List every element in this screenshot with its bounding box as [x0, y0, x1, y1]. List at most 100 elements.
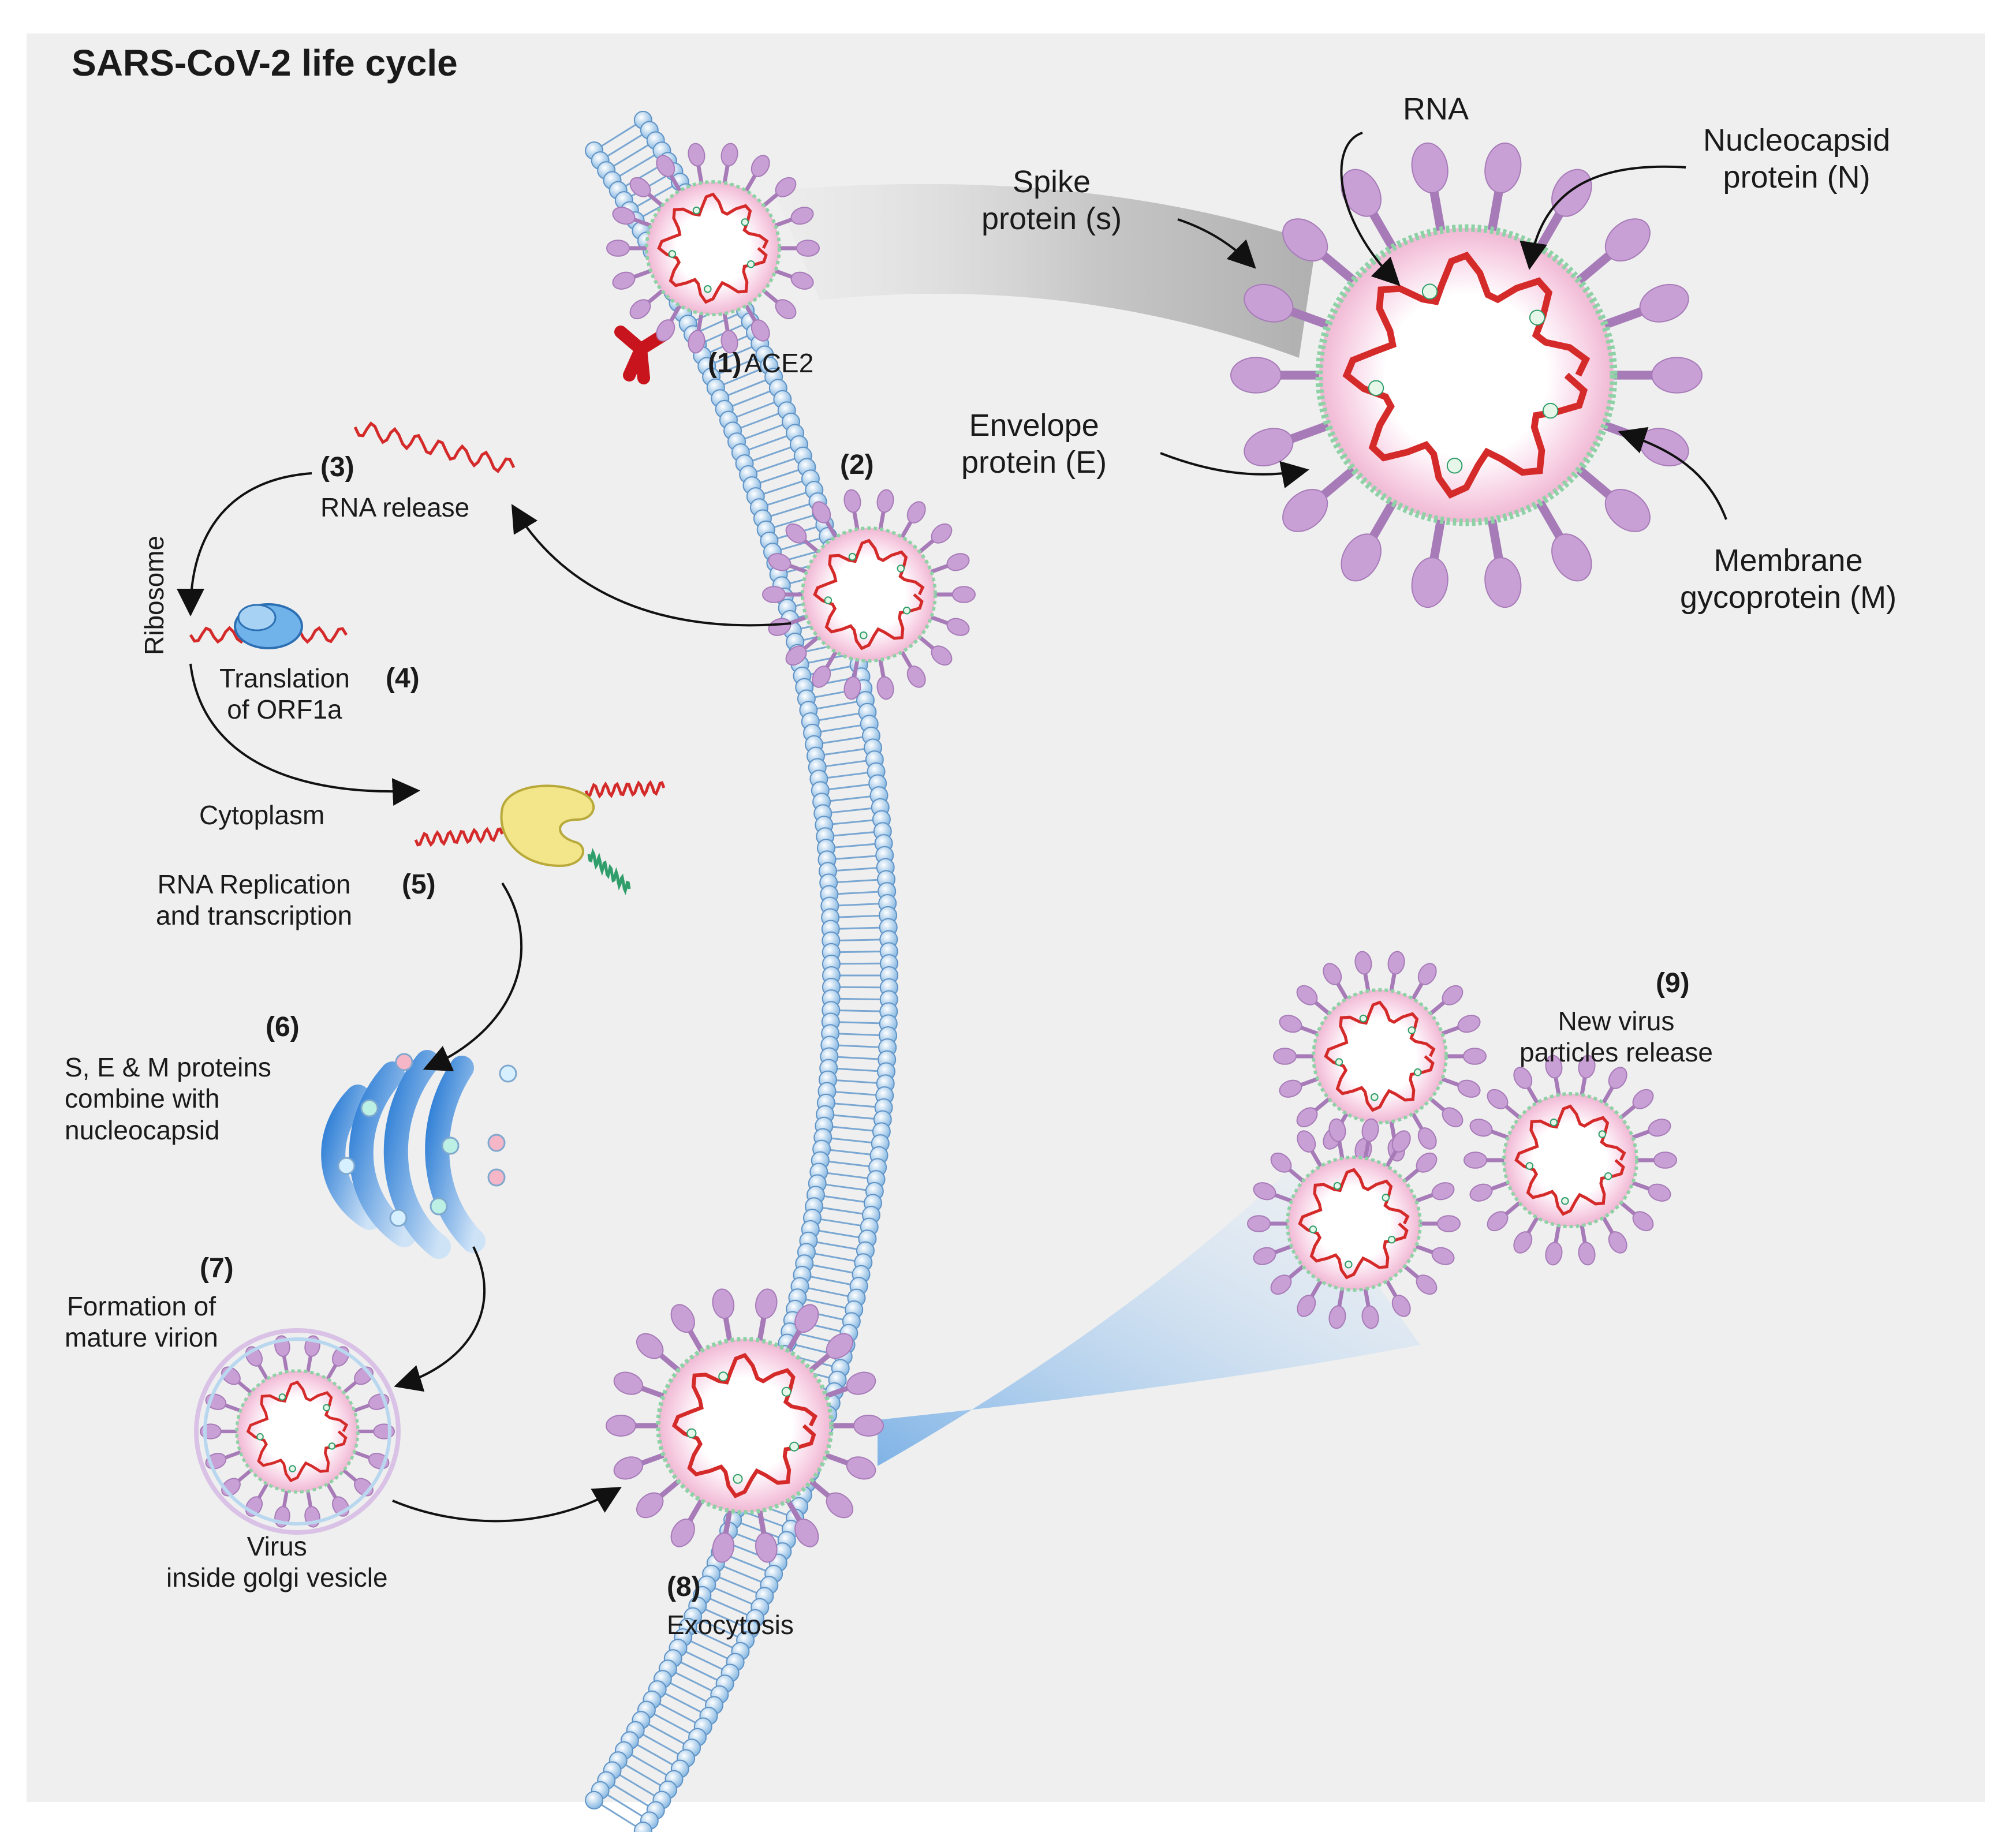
spike-head: [1323, 963, 1342, 985]
viral-rna: [1324, 1000, 1436, 1112]
arrow-2-to-3: [511, 504, 792, 627]
spike-head: [931, 523, 953, 544]
lipid-tail: [806, 1251, 864, 1263]
rna-new-strand: [584, 780, 666, 799]
arrow-3-to-4: [177, 472, 312, 616]
lipid-tail: [800, 1285, 857, 1299]
spike-head: [1391, 1295, 1411, 1317]
lipid-tail: [831, 1009, 889, 1012]
lipid-tail: [831, 939, 889, 942]
lipid-tail: [826, 1102, 884, 1109]
lipid-tail: [667, 1668, 720, 1696]
spike-head: [1431, 1247, 1455, 1265]
golgi-vesicle-ring: [194, 1328, 401, 1535]
spike-head: [906, 501, 926, 524]
viral-rna: [1298, 1168, 1410, 1280]
spike-head: [796, 240, 820, 257]
label-rna: RNA: [1403, 92, 1469, 126]
diagram-title: SARS-CoV-2 life cycle: [72, 42, 458, 84]
spike-head: [1442, 985, 1464, 1005]
lipid-head: [633, 1822, 652, 1832]
spike-head: [1464, 1151, 1488, 1169]
lipid-tail: [759, 489, 815, 509]
spike-head: [1436, 1215, 1461, 1232]
step-2-number: (2): [840, 450, 874, 480]
lipid-tail: [831, 950, 889, 954]
step-3-text: RNA release: [320, 492, 470, 522]
lipid-tail: [593, 1799, 644, 1832]
nucleocapsid-protein: [278, 1393, 286, 1401]
spike-head: [712, 1532, 735, 1563]
lipid-tail: [624, 1749, 675, 1781]
spike-head: [1417, 1127, 1437, 1150]
lipid-tail: [827, 1079, 886, 1085]
spike-head: [1296, 985, 1318, 1005]
lipid-tail: [688, 1626, 741, 1652]
lipid-tail: [673, 1657, 726, 1685]
lipid-tail: [762, 500, 818, 519]
spike-head: [768, 553, 792, 571]
nucleocapsid-protein: [1598, 1130, 1607, 1138]
lipid-tail: [606, 140, 656, 171]
lipid-tail: [819, 771, 876, 780]
step-1-label: (1) ACE2: [708, 347, 813, 380]
nucleocapsid-protein: [256, 1433, 264, 1441]
spike-head: [775, 177, 797, 197]
lipid-tail: [711, 354, 765, 378]
lipid-tail: [819, 1171, 876, 1180]
label-nucleocapsid-protein: Nucleocapsid protein (N): [1703, 123, 1891, 195]
nucleocapsid-protein: [1421, 283, 1438, 300]
spike-head: [812, 665, 831, 688]
lipid-tail: [821, 794, 879, 803]
lipid-tail: [826, 842, 884, 849]
golgi-apparatus-icon: [321, 1050, 517, 1259]
spike-head: [1513, 1067, 1533, 1089]
spike-head: [1653, 1151, 1677, 1169]
nucleocapsid-protein: [686, 1428, 697, 1438]
arrow-envelope: [1160, 452, 1309, 488]
spike-head: [843, 489, 861, 513]
spike-head: [1442, 1107, 1464, 1128]
spike-head: [951, 586, 976, 603]
spike-head: [1457, 1079, 1481, 1098]
spike-head: [636, 1492, 664, 1519]
spike-head: [1648, 1119, 1671, 1137]
new-virus-1: [1273, 951, 1487, 1162]
lipid-tail: [629, 181, 681, 211]
lipid-tail: [828, 878, 887, 884]
lipid-tail: [815, 1194, 873, 1204]
spike-head: [876, 676, 894, 700]
lipid-tail: [812, 723, 870, 734]
golgi-vesicle: [487, 1134, 506, 1152]
golgi-vesicle: [337, 1157, 356, 1175]
lipid-tail: [797, 1296, 854, 1311]
spike-head: [1244, 283, 1294, 323]
label-envelope-protein: Envelope protein (E): [961, 408, 1107, 480]
nucleocapsid-protein: [1371, 1093, 1379, 1101]
spike-head: [785, 523, 807, 544]
spike-head: [876, 489, 894, 513]
spike-head: [1604, 488, 1651, 532]
nucleocapsid-protein: [328, 1442, 336, 1450]
lipid-tail: [732, 1519, 787, 1542]
spike-head: [1273, 1048, 1297, 1065]
nucleocapsid-protein: [1604, 1172, 1612, 1180]
replicase-enzyme-icon: [500, 784, 595, 868]
lipid-tail: [724, 387, 779, 410]
spike-head: [1270, 1274, 1292, 1295]
spike-head: [946, 553, 970, 571]
spike-head: [1608, 1067, 1627, 1089]
lipid-tail: [640, 1719, 692, 1749]
spike-head: [1296, 1107, 1318, 1128]
lipid-tail: [646, 1709, 698, 1738]
spike-head: [606, 1415, 636, 1437]
spike-head: [1244, 428, 1294, 467]
nucleocapsid-protein: [733, 1474, 743, 1484]
spike-head: [1387, 951, 1405, 975]
arrow-7-to-8: [392, 1486, 622, 1523]
spike-head: [751, 319, 770, 342]
spike-head: [1651, 357, 1703, 394]
nucleocapsid-protein: [789, 1441, 800, 1452]
arrow-5-to-6: [423, 882, 523, 1071]
lipid-tail: [706, 342, 760, 367]
